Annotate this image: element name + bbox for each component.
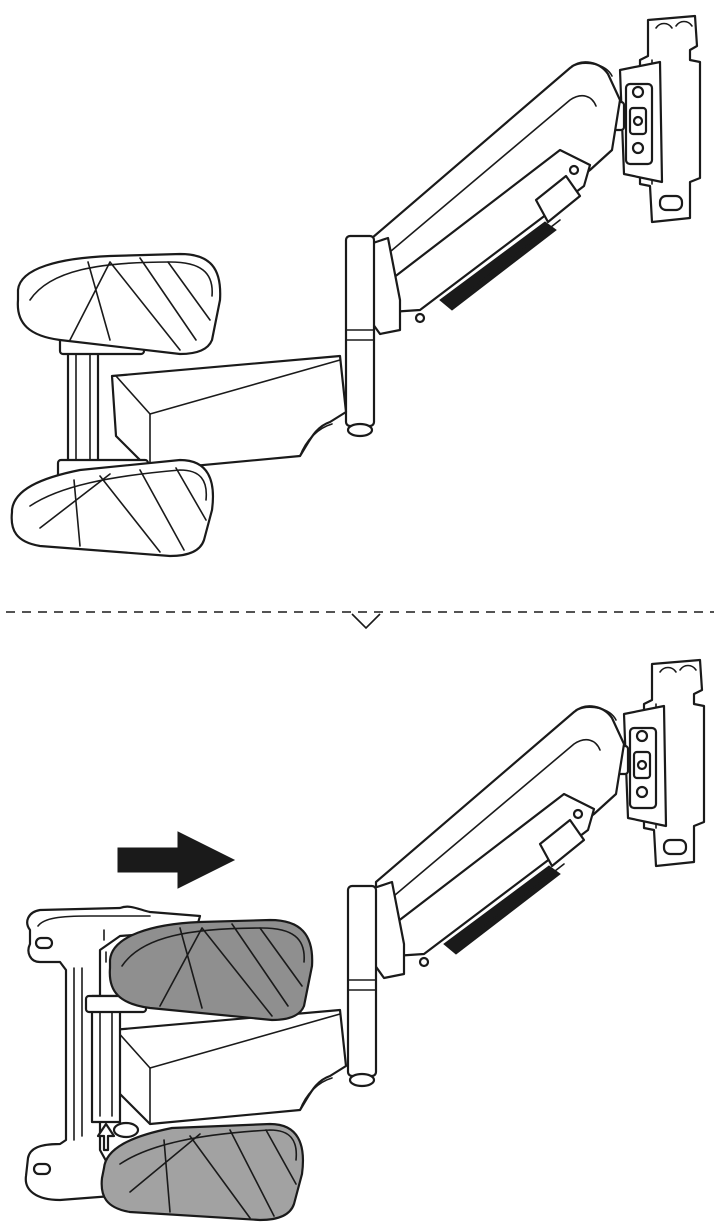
top-panel-monitor-arm bbox=[10, 14, 702, 558]
panel-divider bbox=[6, 611, 714, 630]
bottom-wall-plate bbox=[24, 905, 202, 1202]
top-tilt-head bbox=[606, 60, 664, 184]
top-lower-arm bbox=[110, 354, 348, 472]
bottom-pivot-post bbox=[346, 884, 378, 1088]
chevron-down-icon bbox=[351, 613, 381, 630]
arrow-right-icon bbox=[117, 831, 236, 889]
bottom-panel-monitor-arm bbox=[24, 658, 706, 1222]
bottom-lower-arm bbox=[110, 1008, 348, 1126]
top-upper-clamp-pad bbox=[16, 252, 222, 356]
top-lower-clamp-pad bbox=[10, 458, 214, 558]
bottom-clamp-post bbox=[84, 994, 148, 1139]
bottom-tilt-head bbox=[610, 704, 668, 828]
arrow-up-icon bbox=[96, 1122, 116, 1152]
top-pivot-post bbox=[344, 234, 376, 438]
bottom-lower-clamp-pad bbox=[100, 1122, 304, 1222]
bottom-upper-clamp-pad bbox=[108, 918, 314, 1022]
bottom-upper-arm bbox=[372, 705, 626, 980]
top-upper-arm bbox=[368, 61, 622, 336]
